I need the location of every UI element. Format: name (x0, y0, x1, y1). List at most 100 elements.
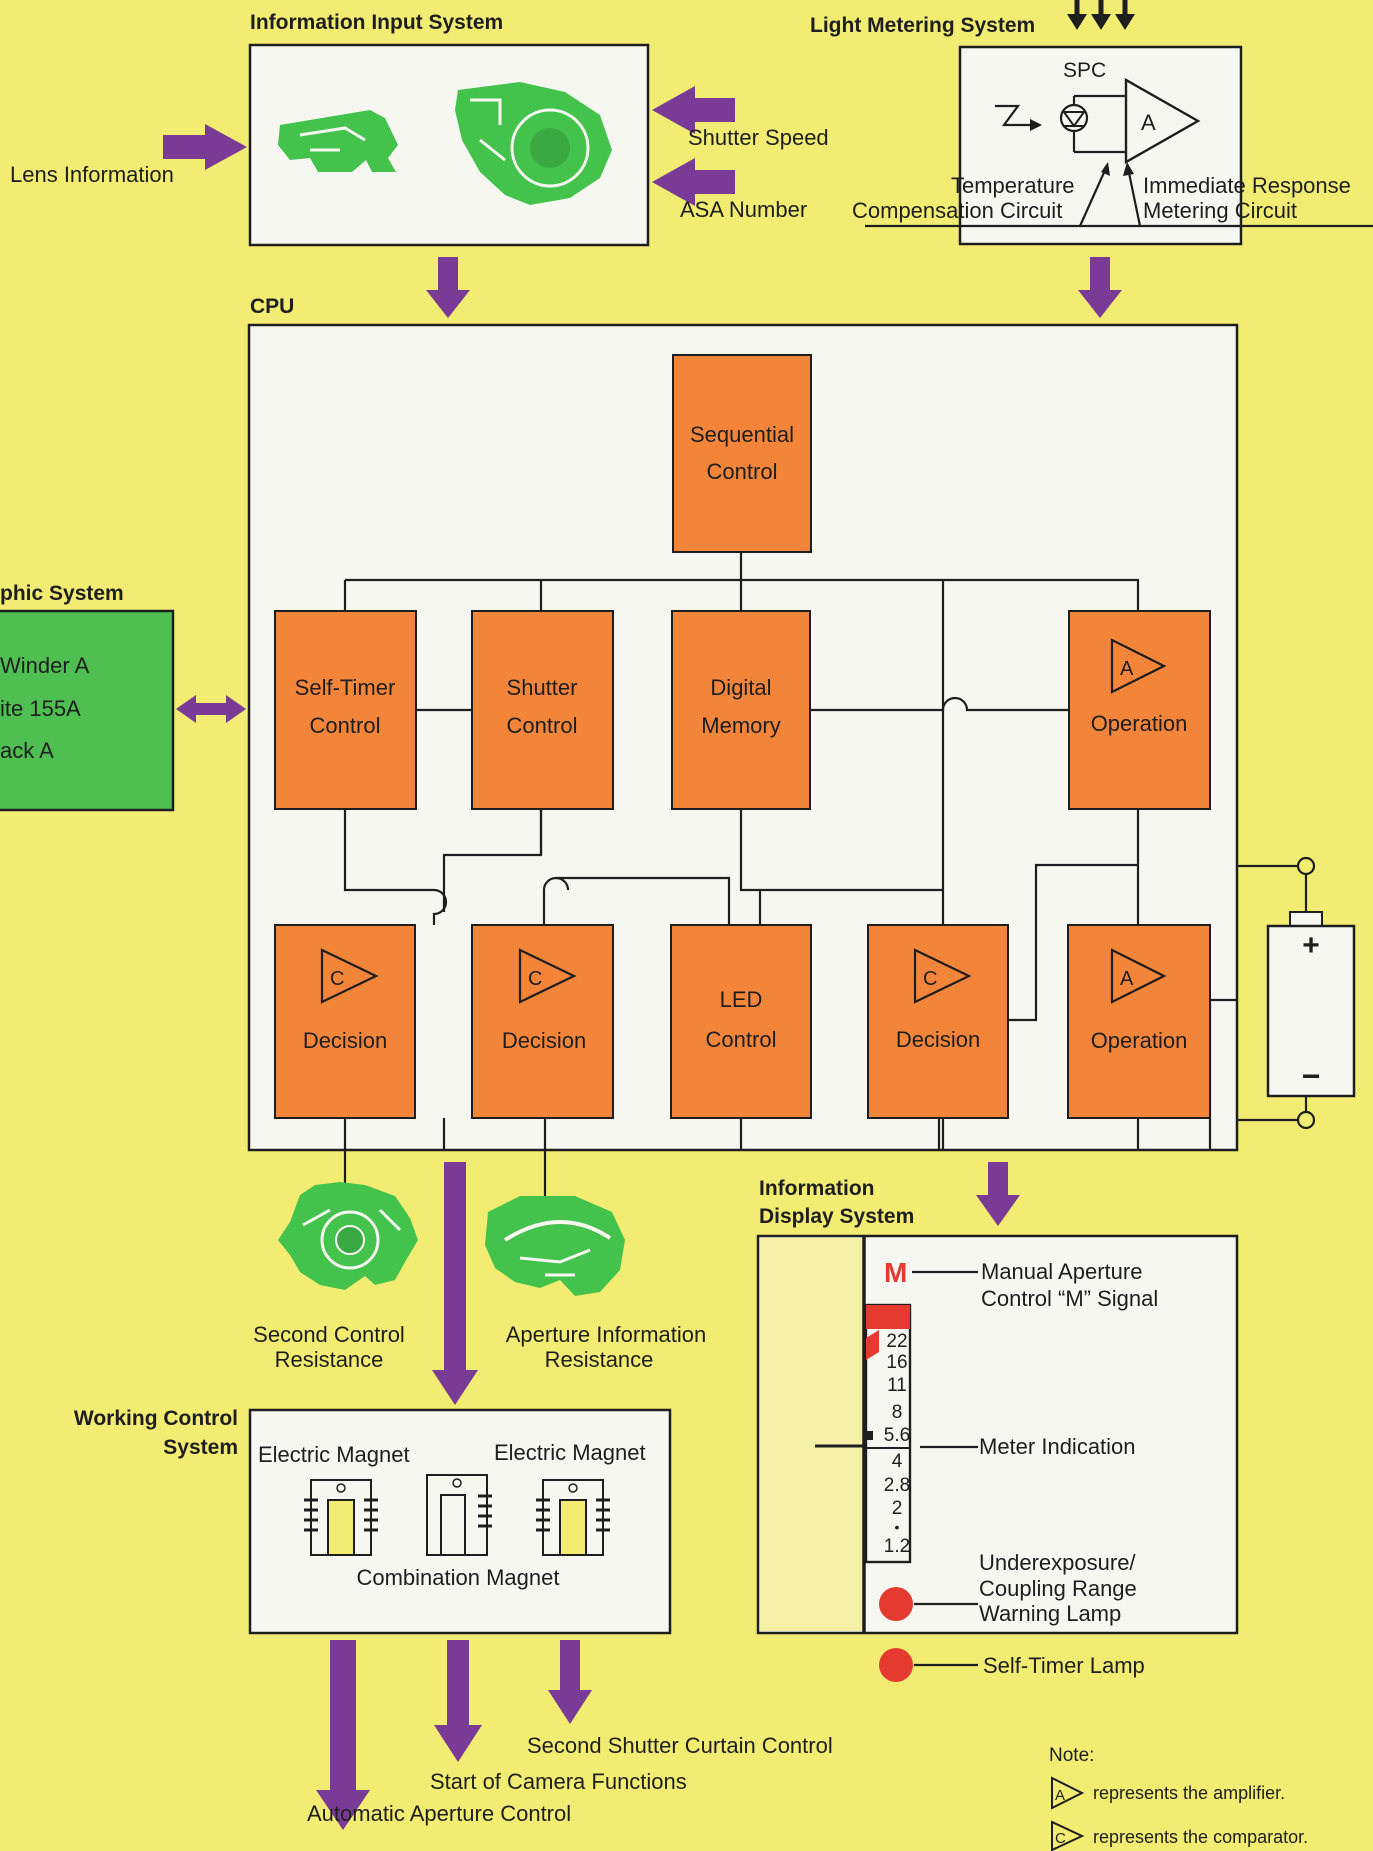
scale-8: 8 (892, 1402, 903, 1423)
decision-1-label: Decision (303, 1028, 387, 1053)
metering-system-box (958, 45, 1243, 246)
temperature-label-1: Temperature (951, 173, 1075, 198)
underexposure-label-1: Underexposure/ (979, 1550, 1136, 1575)
scale-2-8: 2.8 (884, 1475, 910, 1496)
sequential-control-line1: Sequential (690, 422, 794, 447)
battery-cell (1266, 924, 1356, 1098)
aperture-information-label-2: Resistance (545, 1347, 654, 1372)
photographic-line-2: ite 155A (0, 696, 81, 721)
battery-minus: − (1302, 1058, 1321, 1094)
information-display-system: Information Display System 22 16 11 8 5.… (756, 1177, 1239, 1682)
display-system-title-1: Information (759, 1177, 875, 1200)
operation-block-upper: A Operation (1068, 610, 1211, 810)
shutter-control-block: Shutter Control (471, 610, 614, 810)
decision-block-3: C Decision (867, 924, 1009, 1119)
self-timer-lamp-label: Self-Timer Lamp (983, 1653, 1145, 1678)
comparator-icon (320, 948, 379, 1004)
decision-block-1: C Decision (274, 924, 416, 1119)
spc-label: SPC (1063, 59, 1106, 82)
lens-information-label: Lens Information (10, 162, 174, 187)
photographic-cpu-arrow (176, 695, 246, 723)
photographic-system-box (0, 609, 175, 812)
shutter-control-line2: Control (507, 713, 578, 738)
electric-magnet-left-label: Electric Magnet (258, 1442, 410, 1467)
start-camera-functions-label: Start of Camera Functions (430, 1769, 687, 1794)
operation-upper-symbol: A (1120, 658, 1134, 680)
self-timer-control-block: Self-Timer Control (274, 610, 417, 810)
self-timer-lamp (879, 1648, 913, 1682)
second-shutter-arrow (548, 1640, 592, 1724)
note-amplifier-symbol: A (1055, 1787, 1065, 1804)
viewfinder-panel (760, 1238, 864, 1631)
scale-1-2: 1.2 (884, 1536, 910, 1557)
information-input-system: Information Input System Lens Informatio… (10, 11, 829, 247)
operation-lower-label: Operation (1091, 1028, 1188, 1053)
light-input-arrows (1067, 0, 1135, 30)
amplifier-icon (1110, 948, 1167, 1004)
led-control-line2: Control (706, 1027, 777, 1052)
scale-dot: • (895, 1519, 900, 1535)
light-bolt-icon (995, 104, 1030, 127)
cpu-to-display-arrow (976, 1162, 1020, 1226)
operation-lower-symbol: A (1120, 968, 1134, 990)
led-control-line1: LED (720, 987, 763, 1012)
manual-aperture-label-1: Manual Aperture (981, 1259, 1142, 1284)
light-metering-system: Light Metering System SPC A Temperature … (810, 0, 1373, 246)
legend-note: Note: A represents the amplifier. C repr… (1049, 1745, 1308, 1851)
decision-2-symbol: C (528, 968, 542, 990)
scale-5-6: 5.6 (884, 1425, 910, 1446)
cpu-to-working-arrow (432, 1162, 478, 1405)
start-functions-arrow (434, 1640, 482, 1762)
input-to-cpu-arrow (426, 257, 470, 318)
electric-magnet-right-icon (536, 1479, 610, 1556)
combination-magnet-icon (426, 1474, 492, 1556)
underexposure-label-3: Warning Lamp (979, 1601, 1121, 1626)
underexposure-warning-lamp (879, 1587, 913, 1621)
decision-2-label: Decision (502, 1028, 586, 1053)
scale-16: 16 (886, 1352, 907, 1373)
aperture-information-label-1: Aperture Information (506, 1322, 707, 1347)
photographic-line-1: Winder A (0, 653, 90, 678)
aperture-information-resistance-board (485, 1196, 625, 1296)
note-comparator-symbol: C (1055, 1830, 1066, 1847)
cpu-title: CPU (250, 295, 294, 318)
temperature-label-2: Compensation Circuit (852, 198, 1062, 223)
manual-aperture-label-2: Control “M” Signal (981, 1286, 1158, 1311)
operation-block-lower: A Operation (1067, 924, 1211, 1119)
comparator-legend-icon (1051, 1820, 1085, 1851)
working-control-system: Working Control System Electric Magnet E… (74, 1407, 672, 1635)
automatic-aperture-control-label: Automatic Aperture Control (307, 1801, 571, 1826)
note-amplifier-text: represents the amplifier. (1093, 1783, 1285, 1803)
scale-11: 11 (887, 1375, 907, 1396)
comparator-icon (518, 948, 577, 1004)
sequential-control-line2: Control (707, 459, 778, 484)
lens-info-arrow (163, 124, 247, 170)
second-shutter-curtain-label: Second Shutter Curtain Control (527, 1733, 833, 1758)
scale-2: 2 (892, 1498, 903, 1519)
photographic-system-title: phic System (0, 582, 124, 605)
lens-circuit-board (278, 110, 398, 172)
amplifier-symbol: A (1141, 110, 1156, 135)
underexposure-label-2: Coupling Range (979, 1576, 1137, 1601)
metering-system-title: Light Metering System (810, 14, 1035, 37)
scale-4: 4 (892, 1451, 903, 1472)
digital-memory-block: Digital Memory (671, 610, 811, 810)
metering-to-cpu-arrow (1078, 257, 1122, 318)
immediate-response-label-1: Immediate Response (1143, 173, 1351, 198)
shutter-speed-arrow (652, 86, 735, 134)
digital-memory-line2: Memory (701, 713, 780, 738)
asa-number-arrow (652, 158, 735, 206)
automatic-aperture-arrow (316, 1640, 370, 1830)
input-system-title: Information Input System (250, 11, 503, 34)
note-comparator-text: represents the comparator. (1093, 1827, 1308, 1847)
amplifier-icon (1110, 638, 1167, 694)
battery-plus: + (1302, 929, 1320, 962)
immediate-response-label-2: Metering Circuit (1143, 198, 1297, 223)
amplifier-icon (1124, 77, 1201, 165)
combination-magnet-label: Combination Magnet (356, 1565, 559, 1590)
shutter-speed-label: Shutter Speed (688, 125, 829, 150)
sequential-control-block: Sequential Control (672, 354, 812, 553)
shutter-control-line1: Shutter (507, 675, 578, 700)
resistance-boards: Second Control Resistance Aperture Infor… (253, 1150, 706, 1372)
